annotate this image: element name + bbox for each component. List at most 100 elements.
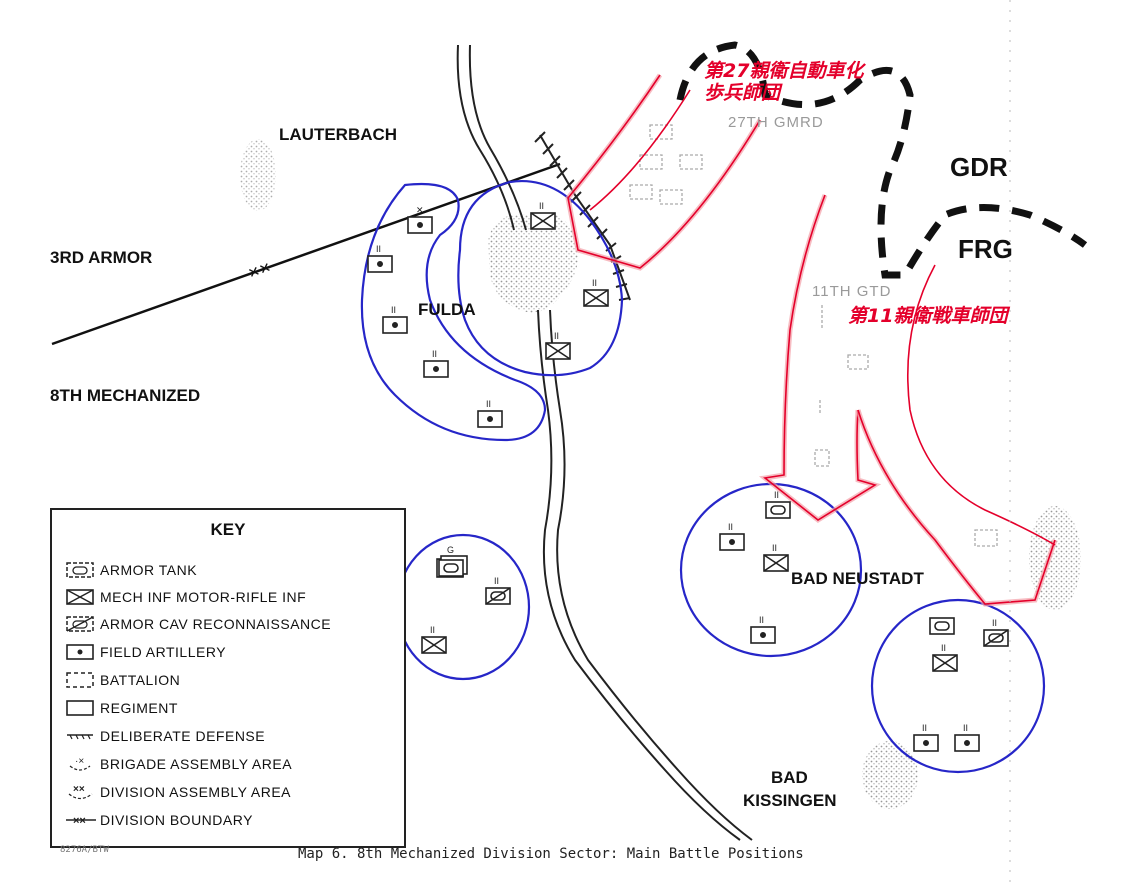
- svg-text:II: II: [774, 490, 779, 500]
- gtd-label: 11TH GTD: [812, 283, 892, 300]
- svg-text:II: II: [728, 522, 733, 532]
- key-row-battalion: BATTALION: [64, 668, 180, 692]
- axis-27-gmrd-2: [589, 89, 691, 211]
- key-row-division-assembly: ×× DIVISION ASSEMBLY AREA: [64, 780, 291, 804]
- key-label: BRIGADE ASSEMBLY AREA: [100, 756, 293, 772]
- fulda-label: FULDA: [418, 300, 476, 319]
- lauterbach-town: [240, 139, 276, 211]
- field-artillery-unit: II: [367, 244, 393, 273]
- key-row-division-boundary: ×× DIVISION BOUNDARY: [64, 808, 253, 832]
- lauterbach-label: LAUTERBACH: [279, 125, 398, 144]
- armor-tank-icon: [66, 562, 94, 578]
- field-artillery-unit: II: [954, 723, 980, 752]
- annotation-27-gmrd-line2: 歩兵師団: [704, 82, 781, 104]
- key-label: ARMOR CAV RECONNAISSANCE: [100, 616, 332, 632]
- eighth-mech-label: 8TH MECHANIZED: [50, 386, 201, 405]
- svg-text:·×: ·×: [75, 756, 84, 767]
- key-row-armor-tank: ARMOR TANK: [64, 558, 197, 582]
- svg-text:II: II: [941, 643, 946, 653]
- bad-kissingen-town: [862, 741, 918, 809]
- key-label: DIVISION ASSEMBLY AREA: [100, 784, 291, 800]
- key-label: REGIMENT: [100, 700, 178, 716]
- field-artillery-unit: II: [477, 399, 503, 428]
- annotation-11-gtd: 第11親衛戦車師団: [848, 305, 1008, 327]
- division-assembly-icon: ××: [68, 784, 93, 800]
- field-artillery-icon: [66, 644, 94, 660]
- armor-cav-unit: II: [485, 576, 511, 605]
- mech-inf-unit: II: [932, 643, 958, 672]
- bad-neustadt-label: BAD NEUSTADT: [791, 569, 924, 588]
- armor-cav-icon: [66, 616, 94, 632]
- mech-inf-unit: II: [545, 331, 571, 360]
- corps-boundary: ✕✕: [51, 162, 561, 346]
- gmrd-label: 27TH GMRD: [728, 114, 824, 131]
- svg-text:II: II: [772, 543, 777, 553]
- bad-neustadt-south-position: [870, 598, 1046, 774]
- key-row-field-artillery: FIELD ARTILLERY: [64, 640, 226, 664]
- key-label: MECH INF MOTOR-RIFLE INF: [100, 589, 307, 605]
- deliberate-defense-icon: [67, 734, 93, 740]
- key-label: DIVISION BOUNDARY: [100, 812, 253, 828]
- key-row-regiment: REGIMENT: [64, 696, 178, 720]
- axis-11-gtd-3: [906, 264, 1056, 546]
- key-title: KEY: [210, 520, 246, 539]
- svg-text:II: II: [922, 723, 927, 733]
- unit-symbols: II II II ✕ II II II II G II II II II II …: [367, 201, 1009, 752]
- division-boundary-icon: ××: [66, 815, 96, 827]
- mech-inf-icon: [66, 589, 94, 605]
- svg-text:××: ××: [73, 784, 85, 795]
- fulda-west-position: [360, 182, 547, 442]
- field-artillery-unit: II: [382, 305, 408, 334]
- annotation-27-gmrd-line1: 第27親衛自動車化: [704, 60, 864, 82]
- svg-text:××: ××: [73, 815, 86, 827]
- svg-text:G: G: [447, 545, 454, 555]
- armor-tank-unit: G: [436, 545, 468, 578]
- svg-text:II: II: [992, 618, 997, 628]
- map-caption: Map 6. 8th Mechanized Division Sector: M…: [298, 846, 804, 862]
- armor-cav-unit: II: [983, 618, 1009, 647]
- field-artillery-unit: ✕: [407, 205, 433, 234]
- key-row-mech-inf: MECH INF MOTOR-RIFLE INF: [64, 585, 306, 609]
- fulda-east-position: [457, 180, 624, 377]
- map-code: 8276A/BTW: [60, 845, 109, 855]
- axis-11-gtd-1: [758, 194, 882, 524]
- frg-label: FRG: [958, 234, 1013, 264]
- key-label: BATTALION: [100, 672, 181, 688]
- key-row-armor-cav: ARMOR CAV RECONNAISSANCE: [64, 612, 331, 636]
- key-row-deliberate-defense: DELIBERATE DEFENSE: [64, 724, 265, 748]
- kissingen-label: KISSINGEN: [743, 791, 837, 810]
- key-row-brigade-assembly: ·× BRIGADE ASSEMBLY AREA: [64, 752, 292, 776]
- svg-text:II: II: [539, 201, 544, 211]
- svg-text:II: II: [592, 278, 597, 288]
- key-label: ARMOR TANK: [100, 562, 198, 578]
- svg-text:✕: ✕: [416, 205, 424, 215]
- rivers: [456, 44, 753, 841]
- armor-tank-unit: II: [765, 490, 791, 519]
- gdr-label: GDR: [950, 152, 1008, 182]
- svg-text:II: II: [432, 349, 437, 359]
- third-armor-label: 3RD ARMOR: [50, 248, 153, 267]
- mech-inf-unit: II: [421, 625, 447, 654]
- svg-text:II: II: [430, 625, 435, 635]
- battle-positions: [360, 180, 1046, 774]
- mech-inf-unit: II: [763, 543, 789, 572]
- bad-label: BAD: [771, 768, 808, 787]
- svg-text:II: II: [554, 331, 559, 341]
- mech-inf-unit: II: [530, 201, 556, 230]
- field-artillery-unit: II: [750, 615, 776, 644]
- key-label: FIELD ARTILLERY: [100, 644, 227, 660]
- svg-text:II: II: [391, 305, 396, 315]
- fulda-town: [488, 212, 579, 313]
- svg-text:✕✕: ✕✕: [246, 259, 273, 282]
- brigade-assembly-icon: ·×: [69, 756, 91, 771]
- key-label: DELIBERATE DEFENSE: [100, 728, 266, 744]
- svg-text:II: II: [494, 576, 499, 586]
- battalion-icon: [66, 672, 94, 688]
- field-artillery-unit: II: [423, 349, 449, 378]
- map-key: KEY ARMOR TANK MECH INF MOTOR-RIFLE INF …: [50, 508, 406, 848]
- svg-text:II: II: [486, 399, 491, 409]
- field-artillery-unit: II: [719, 522, 745, 551]
- mech-inf-unit: II: [583, 278, 609, 307]
- field-artillery-unit: II: [913, 723, 939, 752]
